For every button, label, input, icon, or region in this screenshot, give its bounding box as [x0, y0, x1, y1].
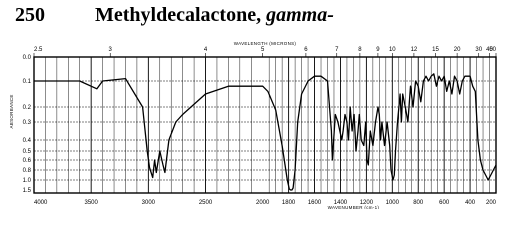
- x-top-tick-label: 5: [261, 47, 265, 53]
- y-tick-label: 0.6: [23, 158, 32, 164]
- y-tick-label: 0.5: [23, 149, 32, 155]
- compound-number: 250: [15, 4, 45, 26]
- x-tick-label: 1000: [386, 200, 400, 206]
- x-tick-label: 3500: [84, 200, 98, 206]
- y-axis-label: ABSORBANCE: [9, 94, 14, 128]
- x-top-tick-label: 4: [204, 47, 208, 53]
- x-top-tick-label: 2.5: [34, 47, 43, 53]
- x-top-tick-label: 9: [376, 47, 380, 53]
- x-top-tick-label: 8: [358, 47, 362, 53]
- x-top-tick-label: 7: [335, 47, 339, 53]
- series-layer: [34, 73, 497, 191]
- y-tick-label: 0.0: [23, 55, 32, 61]
- x-tick-label: 1400: [334, 200, 348, 206]
- x-tick-label: 200: [486, 200, 497, 206]
- x-top-tick-label: 3: [109, 47, 113, 53]
- spectrum-trace: [34, 73, 497, 191]
- x-top-tick-label: 6: [304, 47, 308, 53]
- y-tick-label: 1.0: [23, 178, 32, 184]
- plot-frame-layer: [33, 56, 497, 194]
- x-tick-label: 600: [439, 200, 450, 206]
- x-tick-label: 4000: [34, 200, 48, 206]
- x-top-axis-label: WAVELENGTH (MICRONS): [234, 41, 297, 46]
- x-top-tick-label: 15: [432, 47, 439, 53]
- y-tick-label: 0.1: [23, 79, 32, 85]
- x-top-tick-label: 20: [454, 47, 461, 53]
- x-tick-label: 1800: [282, 200, 296, 206]
- x-top-tick-label: 12: [411, 47, 418, 53]
- x-top-tick-label: 50: [489, 47, 496, 53]
- y-tick-label: 1.5: [23, 188, 32, 194]
- y-tick-label: 0.8: [23, 168, 32, 174]
- x-top-tick-label: 40: [486, 47, 493, 53]
- x-tick-label: 800: [413, 200, 424, 206]
- x-top-tick-label: 10: [389, 47, 396, 53]
- axis-caption-layer: WAVENUMBER (cm-1) WAVELENGTH (MICRONS) ABS…: [9, 41, 379, 209]
- x-axis-label: WAVENUMBER (cm-1): [328, 205, 380, 209]
- y-tick-label: 0.4: [23, 138, 32, 144]
- compound-title: Methyldecalactone, gamma-: [95, 4, 334, 27]
- x-tick-label: 3000: [142, 200, 156, 206]
- x-top-tick-label: 30: [475, 47, 482, 53]
- x-tick-label: 1200: [360, 200, 374, 206]
- x-tick-label: 2000: [256, 200, 270, 206]
- compound-title-main: Methyldecalactone,: [95, 4, 267, 26]
- compound-title-suffix: gamma-: [266, 4, 334, 26]
- y-tick-label: 0.2: [23, 105, 32, 111]
- x-tick-label: 400: [465, 200, 476, 206]
- x-tick-label: 2500: [199, 200, 213, 206]
- y-tick-label: 0.3: [23, 120, 32, 126]
- x-tick-label: 1600: [308, 200, 322, 206]
- plot-frame: [33, 56, 497, 194]
